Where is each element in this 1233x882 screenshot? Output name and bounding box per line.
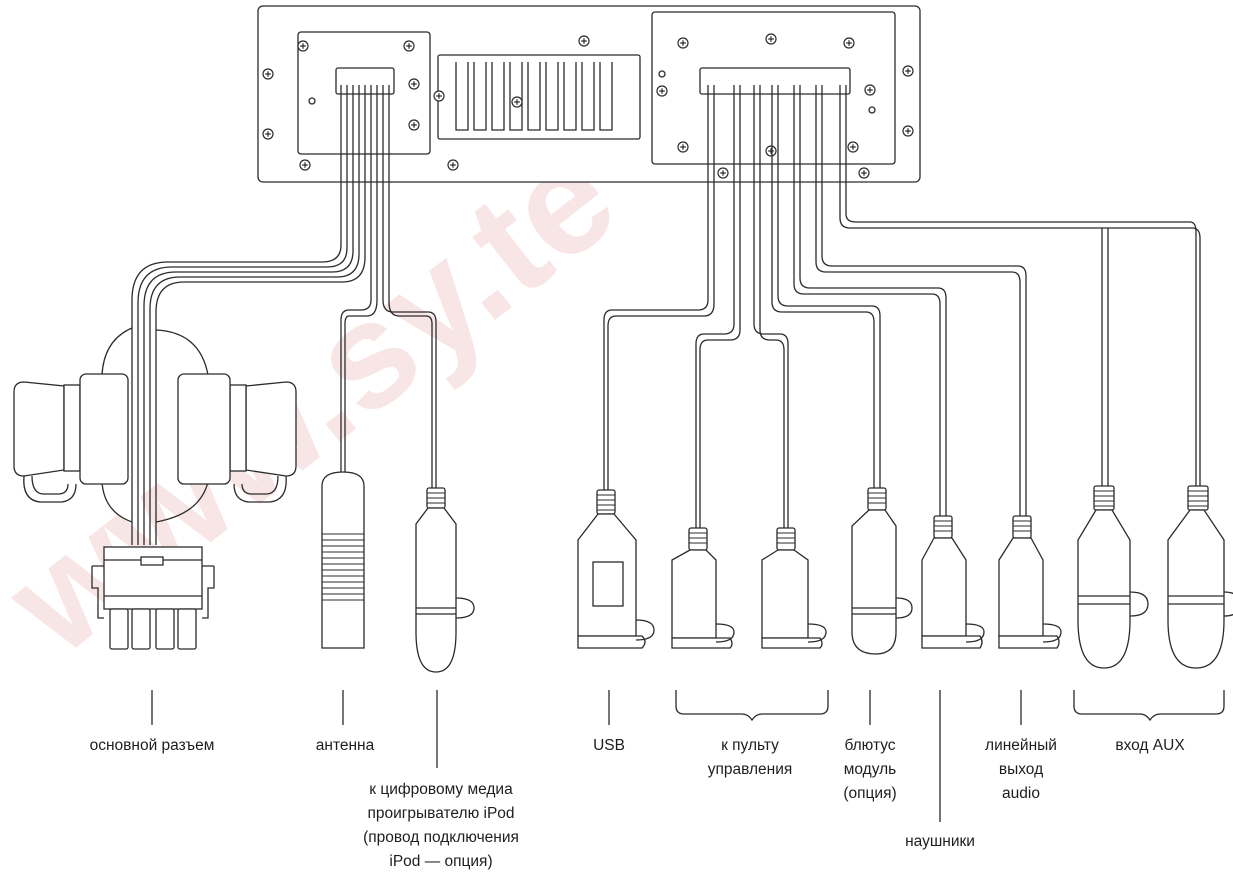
label-line-out-line2: выход [999,761,1043,778]
label-line-out-line1: линейный [985,737,1057,754]
remote-plug-1 [671,527,735,649]
label-bluetooth-line3: (опция) [843,785,896,802]
antenna-plug [321,471,365,649]
usb-plug [577,489,655,649]
rear-connector-block [651,11,896,165]
ipod-plug [415,487,475,673]
leader-lines [151,690,1225,822]
aux-plug-left [1077,485,1149,669]
label-remote-line1: к пульту [721,737,779,754]
label-ipod-line3: (провод подключения [363,829,519,846]
remote-plug-2 [761,527,827,649]
main-connector-socket [297,31,431,155]
label-aux: вход AUX [1115,737,1185,754]
aux-plug-right [1167,485,1233,669]
line-out-plug [998,515,1062,649]
main-connector-plug [13,373,297,650]
bluetooth-plug [851,487,913,655]
label-ipod-line1: к цифровому медиа [369,781,513,798]
label-headphones: наушники [905,833,975,850]
labels: основной разъем антенна к цифровому меди… [90,737,1186,870]
headphones-plug [921,515,985,649]
label-bluetooth-line2: модуль [844,761,897,778]
head-unit-back-panel [257,5,921,183]
wires [101,85,1201,545]
label-main-connector: основной разъем [90,737,215,754]
label-usb: USB [593,737,625,754]
label-ipod-line2: проигрывателю iPod [367,805,514,822]
label-antenna: антенна [316,737,375,754]
label-remote-line2: управления [708,761,793,778]
label-line-out-line3: audio [1002,785,1040,802]
label-ipod-line4: iPod — опция) [389,853,492,870]
label-bluetooth-line1: блютус [844,737,895,754]
